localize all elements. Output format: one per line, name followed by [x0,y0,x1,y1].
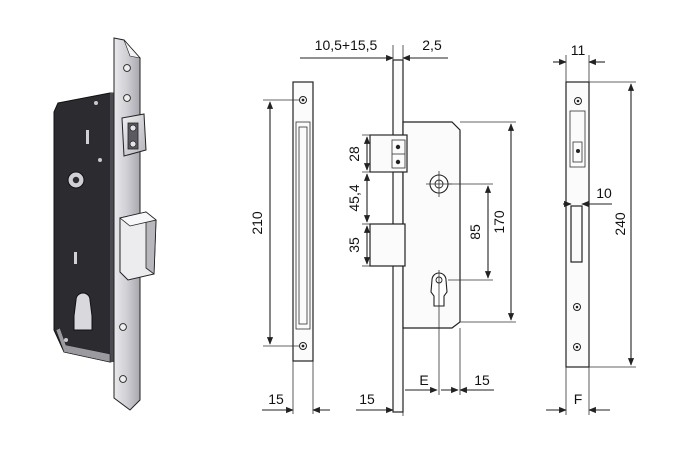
strike-plate-view [565,81,590,368]
faceplate-screw-icon [119,375,127,383]
dim-bottom-15-b: 15 [359,391,375,407]
dim-top-offset: 10,5+15,5 [315,37,378,53]
dimension-labels: 10,5+15,5 2,5 11 210 28 45,4 35 85 170 1… [249,37,628,407]
mortise-lock-3d-icon [53,37,157,411]
dim-10: 10 [596,185,612,201]
roller-latch-icon [121,113,147,157]
cylinder-hole-icon [73,292,93,331]
dim-85: 85 [467,224,483,240]
dim-210: 210 [249,211,265,235]
dim-bottom-f: F [574,391,583,407]
faceplate-screw-icon [123,94,131,102]
dim-bottom-15-c: 15 [474,372,490,388]
faceplate-screw-icon [123,64,131,72]
front-faceplate-view [292,81,314,362]
dim-bottom-e: E [419,372,428,388]
dim-35: 35 [346,237,362,253]
faceplate-screw-icon [119,323,127,331]
dim-plate-width: 11 [571,42,586,58]
dim-top-gap: 2,5 [422,37,442,53]
dim-28: 28 [346,146,362,162]
side-profile-view [369,59,461,413]
dim-170: 170 [491,210,507,234]
dim-240: 240 [612,212,628,236]
dim-45-4: 45,4 [346,184,362,211]
dimension-lines [262,45,636,416]
side-lock-case [402,121,461,329]
dim-bottom-15-a: 15 [268,391,284,407]
lock-case-rim [55,327,111,363]
deadbolt-icon [119,211,157,281]
